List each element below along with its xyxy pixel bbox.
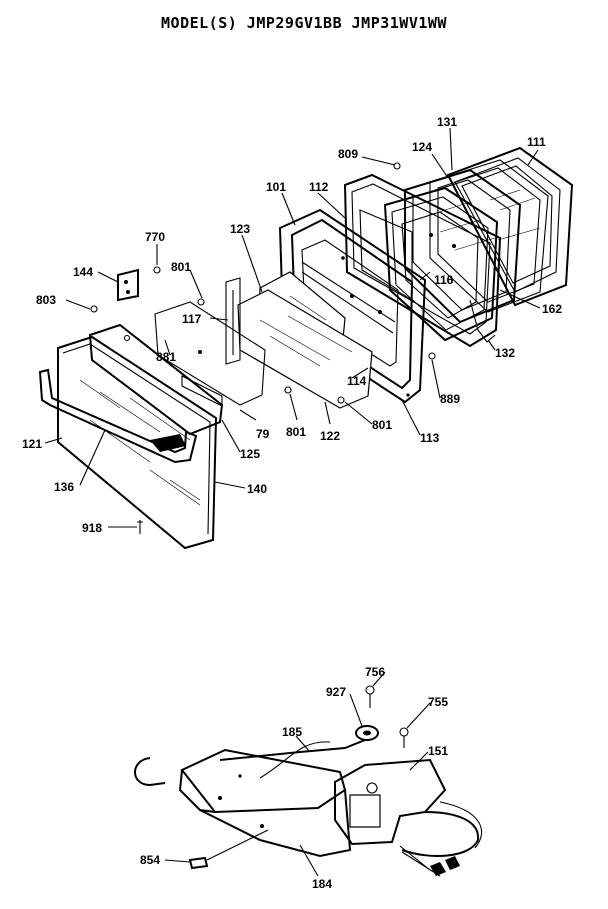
- callout-124: 124: [412, 140, 432, 154]
- callout-132: 132: [495, 346, 515, 360]
- door-handle-136: [38, 368, 198, 464]
- callout-101: 101: [266, 180, 286, 194]
- screw-918: [137, 520, 143, 534]
- screw-801-b: [284, 386, 292, 394]
- screw-755: [399, 727, 409, 748]
- callout-809: 809: [338, 147, 358, 161]
- callout-770: 770: [145, 230, 165, 244]
- callout-labels: 111 131 124 809 101 112 123 770 801 144 …: [22, 115, 562, 891]
- callout-801-c: 801: [372, 418, 392, 432]
- screw-756: [365, 685, 375, 708]
- callout-927: 927: [326, 685, 346, 699]
- callout-117: 117: [182, 312, 202, 326]
- callout-136: 136: [54, 480, 74, 494]
- callout-755: 755: [428, 695, 448, 709]
- callout-801-a: 801: [171, 260, 191, 274]
- screw-770: [153, 266, 161, 274]
- callout-111: 111: [527, 135, 546, 149]
- screw-801-c: [337, 396, 345, 404]
- callout-756: 756: [365, 665, 385, 679]
- latch-rod-185: [219, 739, 366, 779]
- callout-881: 881: [156, 350, 176, 364]
- diagram-title: MODEL(S) JMP29GV1BB JMP31WV1WW: [161, 14, 447, 32]
- leader-lines-lower: [164, 671, 431, 877]
- callout-123: 123: [230, 222, 250, 236]
- callout-889: 889: [440, 392, 460, 406]
- callout-185: 185: [282, 725, 302, 739]
- callout-162: 162: [542, 302, 562, 316]
- hinge-bracket-144: [117, 268, 139, 302]
- callout-184: 184: [312, 877, 332, 891]
- washer-927: [355, 725, 379, 741]
- callout-854: 854: [140, 853, 160, 867]
- callout-125: 125: [240, 447, 260, 461]
- callout-801-b: 801: [286, 425, 306, 439]
- callout-114: 114: [347, 374, 367, 388]
- door-panel-125: [88, 323, 224, 436]
- callout-144: 144: [73, 265, 93, 279]
- latch-switch-151: [334, 758, 483, 877]
- callout-121: 121: [22, 437, 42, 451]
- callout-803: 803: [36, 293, 56, 307]
- callout-112: 112: [309, 180, 329, 194]
- callout-79: 79: [256, 427, 270, 441]
- callout-122: 122: [320, 429, 340, 443]
- choke-frame-116: [383, 186, 499, 343]
- callout-918: 918: [82, 521, 102, 535]
- callout-116: 116: [434, 273, 454, 287]
- outer-door-121: [57, 335, 218, 550]
- door-gasket-frame-131: [429, 159, 549, 313]
- screw-889: [428, 352, 436, 360]
- screw-801-a: [197, 298, 205, 306]
- screw-803: [90, 305, 98, 313]
- callout-131: 131: [437, 115, 457, 129]
- screw-854: [188, 856, 209, 870]
- screw-809: [393, 162, 401, 170]
- hinge-arm-184: [134, 748, 352, 858]
- callout-113: 113: [420, 431, 440, 445]
- callout-140: 140: [247, 482, 267, 496]
- door-frame-124: [404, 168, 522, 324]
- callout-151: 151: [428, 744, 448, 758]
- retainer-bracket-117: [225, 277, 241, 365]
- leader-lines-upper: [44, 127, 541, 528]
